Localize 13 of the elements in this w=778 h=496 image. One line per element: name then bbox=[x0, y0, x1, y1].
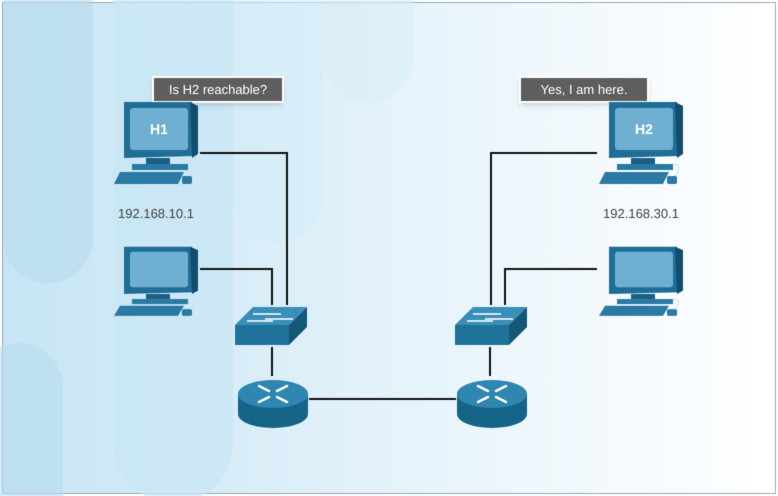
host-label: H2 bbox=[635, 120, 653, 138]
network-cable bbox=[200, 268, 273, 305]
speech-bubble: Yes, I am here. bbox=[519, 76, 649, 103]
network-cable bbox=[200, 152, 288, 305]
speech-bubble: Is H2 reachable? bbox=[152, 76, 284, 103]
ip-address: 192.168.30.1 bbox=[602, 205, 680, 223]
network-cable bbox=[489, 347, 491, 376]
network-cable bbox=[490, 152, 597, 305]
network-cable bbox=[504, 268, 597, 305]
ip-address: 192.168.10.1 bbox=[117, 205, 195, 223]
host-label: H1 bbox=[150, 120, 168, 138]
network-cable bbox=[271, 347, 273, 376]
network-cable bbox=[309, 398, 456, 400]
